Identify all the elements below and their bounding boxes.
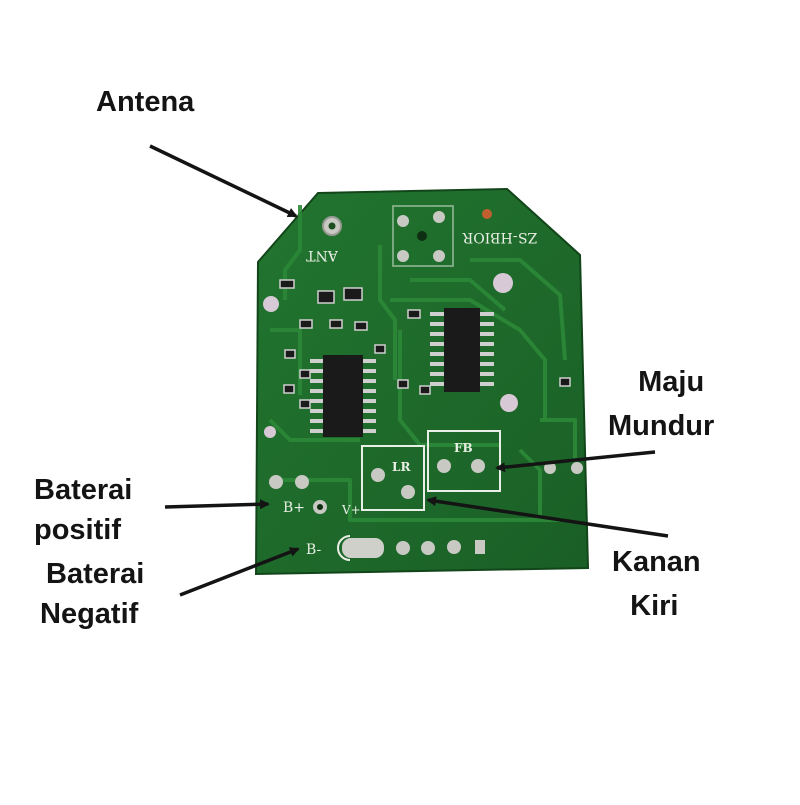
antenna-label: Antena [96, 84, 194, 120]
fb-pad [471, 459, 485, 473]
battery-negative-label: Baterai Negatif [40, 554, 144, 634]
forward-backward-label-line-1: Maju [638, 366, 705, 398]
silkscreen-vplus: V+ [341, 503, 361, 517]
forward-backward-arrow [495, 450, 656, 473]
side-pad [571, 462, 583, 474]
ic-chip-right [430, 308, 494, 392]
forward-backward-label: Maju Mundur [608, 360, 714, 448]
battery-positive-arrow [164, 499, 270, 510]
battery-minus-c-mark [337, 535, 351, 561]
silkscreen-lr: LR [392, 460, 411, 474]
battery-positive-label-line-1: Baterai [34, 474, 133, 506]
via-dot [482, 209, 492, 219]
vplus-pad-hole [317, 504, 323, 510]
ic-chip-left [310, 355, 376, 437]
header-pad [396, 541, 410, 555]
top-connector-pads [392, 205, 454, 267]
left-right-label: Kanan Kiri [612, 540, 701, 628]
battery-negative-label-line-1: Baterai [46, 558, 145, 590]
silkscreen-bplus: B+ [283, 500, 305, 516]
battery-minus-solder [342, 538, 384, 558]
battery-positive-label: Baterai positif [34, 470, 132, 550]
header-pad [447, 540, 461, 554]
mount-hole [264, 426, 276, 438]
side-pad [544, 462, 556, 474]
fb-box [427, 430, 501, 492]
mount-hole [493, 273, 513, 293]
silkscreen-ant: ANT [305, 247, 338, 263]
mount-hole [500, 394, 518, 412]
battery-negative-arrow [179, 547, 300, 597]
mount-hole [263, 296, 279, 312]
lr-pad [371, 468, 385, 482]
left-right-label-line-2: Kiri [630, 590, 679, 622]
left-right-label-line-1: Kanan [612, 546, 701, 578]
silkscreen-fb: FB [454, 441, 473, 455]
silkscreen-model: ZS-HBIOR [462, 229, 537, 245]
silkscreen-bminus: B- [306, 542, 322, 558]
smd-components [279, 279, 571, 409]
header-pad [421, 541, 435, 555]
battery-plus-pad-1 [269, 475, 283, 489]
battery-plus-pad-2 [295, 475, 309, 489]
battery-positive-label-line-2: positif [34, 514, 121, 546]
lr-box [361, 445, 425, 511]
forward-backward-label-line-2: Mundur [608, 410, 715, 442]
fb-pad [437, 459, 451, 473]
lr-pad [401, 485, 415, 499]
antenna-label-text: Antena [96, 86, 195, 118]
header-square-pad [475, 540, 485, 554]
left-right-arrow [426, 496, 669, 538]
antenna-arrow [149, 144, 298, 218]
battery-negative-label-line-2: Negatif [40, 598, 139, 630]
